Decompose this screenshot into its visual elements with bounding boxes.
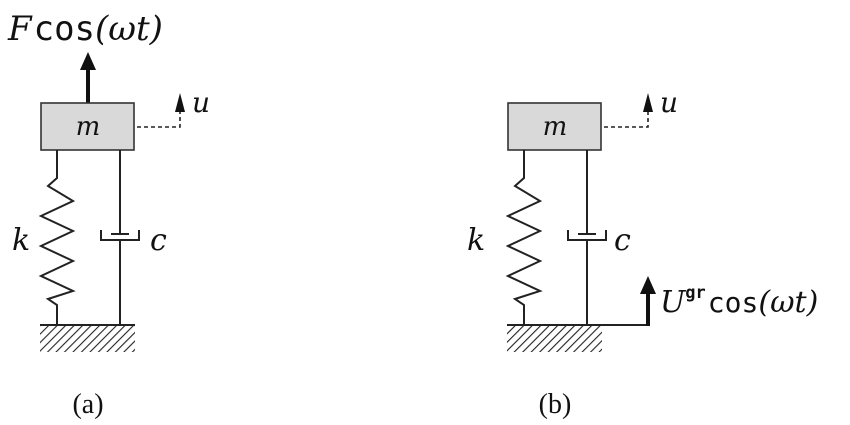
damping-label: c bbox=[614, 223, 631, 258]
damper-icon bbox=[100, 150, 140, 325]
ground-hatch bbox=[507, 325, 602, 352]
mass-block bbox=[40, 102, 135, 151]
mass-label: m bbox=[543, 112, 568, 142]
spring-icon bbox=[38, 150, 76, 325]
stiffness-label: k bbox=[12, 223, 30, 258]
ground-motion-arrow-icon bbox=[640, 276, 656, 326]
spring-icon bbox=[505, 150, 543, 325]
force-label: Fcos(ωt) bbox=[7, 9, 163, 49]
panel-a: Fcos(ωt) m u k c (a) bbox=[7, 9, 210, 420]
displacement-arrow-icon bbox=[604, 93, 653, 128]
mass-label: m bbox=[76, 112, 101, 142]
stiffness-label: k bbox=[467, 223, 485, 258]
ground-motion-label: Ugrcos(ωt) bbox=[660, 283, 818, 320]
force-arrow-icon bbox=[80, 52, 96, 103]
panel-b: m u k c Ugrcos(ωt) (b) bbox=[467, 86, 818, 420]
caption-b: (b) bbox=[539, 389, 572, 420]
mass-block bbox=[507, 102, 602, 151]
displacement-label: u bbox=[660, 86, 678, 119]
caption-a: (a) bbox=[72, 389, 103, 420]
displacement-arrow-icon bbox=[137, 93, 185, 128]
ground-hatch bbox=[40, 325, 135, 352]
displacement-label: u bbox=[192, 86, 210, 119]
damper-icon bbox=[567, 150, 607, 325]
damping-label: c bbox=[150, 223, 167, 258]
